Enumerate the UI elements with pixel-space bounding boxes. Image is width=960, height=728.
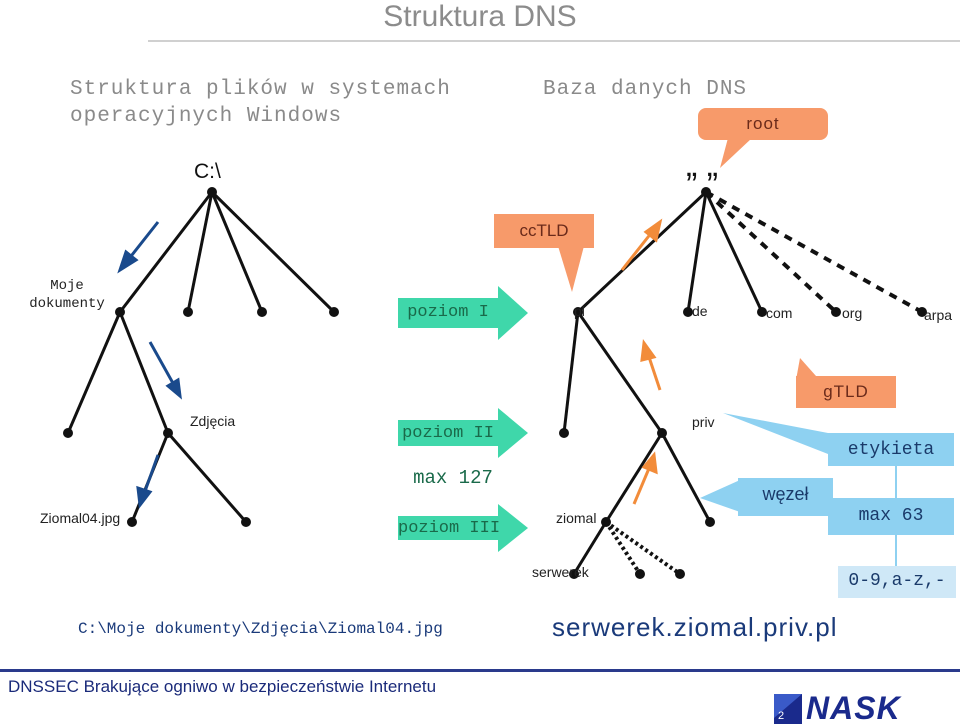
info-panel-shape [700,413,956,598]
page-number: 2 [778,710,785,722]
host-dotted-edges [604,520,682,576]
tld-de: de [692,303,708,319]
third-level-ziomal: ziomal [556,510,597,526]
left-header: Struktura plików w systemach operacyjnyc… [70,76,451,130]
cctld-callout-shape [494,214,594,292]
host-serwerek: serwerek [532,564,589,580]
nask-logo: NASK [806,690,901,726]
page-title: Struktura DNS [383,0,577,33]
level-max-label: max 127 [413,467,493,489]
windows-path: C:\Moje dokumenty\Zdjęcia\Ziomal04.jpg [78,620,443,638]
left-tree-root: C:\ [194,160,221,183]
level-2-label: poziom II [402,424,494,443]
tld-pl: pl [574,303,585,319]
level-3-label: poziom III [398,519,501,538]
tld-org: org [842,305,863,321]
label-max-63: max 63 [858,506,924,526]
tld-arpa: arpa [924,307,953,323]
right-header: Baza danych DNS [543,78,748,101]
level-1-label: poziom I [407,303,489,322]
left-header-line-2: operacyjnych Windows [70,105,343,128]
gtld-callout-shape [796,358,896,408]
left-direction-arrows [117,221,182,509]
root-callout: root [746,114,780,133]
left-level1-line-2: dokumenty [29,296,105,312]
tld-com: com [766,305,793,321]
level-arrow-2 [398,408,528,458]
right-tree-edges [562,190,764,575]
left-level1-line-1: Moje [50,278,84,294]
left-tree-nodes [63,187,339,527]
sld-priv: priv [692,414,715,430]
left-level2-label: Zdjęcia [190,413,236,429]
cctld-callout: ccTLD [519,221,569,240]
level-arrow-1 [398,286,528,340]
root-callout-shape [698,108,828,168]
dns-path: serwerek.ziomal.priv.pl [552,612,838,642]
right-direction-arrows [620,218,663,505]
nask-logo-mark [774,694,802,724]
root-quote-marks: „ „ [686,146,719,184]
node-label: węzeł [762,484,809,504]
left-level3-label: Ziomal04.jpg [40,510,121,526]
footer-divider [0,669,960,672]
left-header-line-1: Struktura plików w systemach [70,78,451,101]
right-tree-nodes [559,187,927,579]
label-allowed-chars: 0-9,a-z,- [848,571,946,591]
label-etykieta: etykieta [847,440,935,460]
left-level1-label: Moje dokumenty [26,277,108,313]
footer-text: DNSSEC Brakujące ogniwo w bezpieczeństwi… [8,677,437,696]
title-divider [148,40,960,42]
right-tree-dashed-edges [704,190,923,314]
gtld-callout: gTLD [823,382,869,401]
level-arrow-3 [398,504,528,552]
left-tree-edges [66,190,336,523]
